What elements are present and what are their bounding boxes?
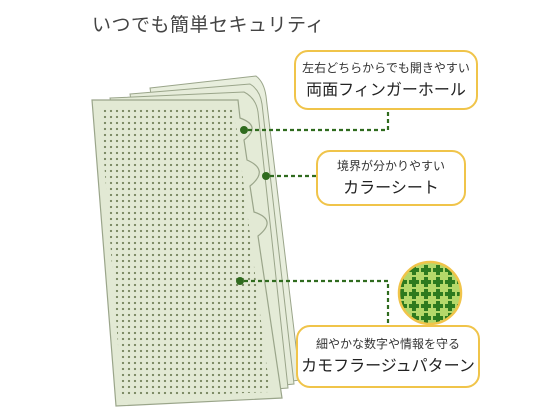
camo-pattern-subtitle: 細やかな数字や情報を守る — [315, 337, 460, 351]
camo-pattern-marker — [236, 277, 244, 285]
camo-pattern-leader — [244, 279, 390, 325]
finger-hole-marker — [240, 126, 248, 134]
color-sheet-marker — [262, 172, 270, 180]
finger-hole-label: 両面フィンガーホール — [306, 79, 466, 99]
color-sheet-label: カラーシート — [343, 177, 439, 197]
finger-hole-subtitle: 左右どちらからでも開きやすい — [302, 60, 470, 75]
camo-magnifier — [397, 260, 463, 326]
finger-hole-callout: 左右どちらからでも開きやすい 両面フィンガーホール — [294, 50, 478, 110]
camo-pattern-callout: 細やかな数字や情報を守る カモフラージュパターン — [296, 325, 480, 388]
color-sheet-subtitle: 境界が分かりやすい — [336, 158, 445, 173]
front-sheet — [91, 99, 283, 407]
page-title: いつでも簡単セキュリティ — [92, 14, 325, 36]
camo-pattern-label: カモフラージュパターン — [301, 356, 475, 375]
finger-hole-leader — [248, 110, 390, 132]
color-sheet-callout: 境界が分かりやすい カラーシート — [316, 150, 466, 206]
